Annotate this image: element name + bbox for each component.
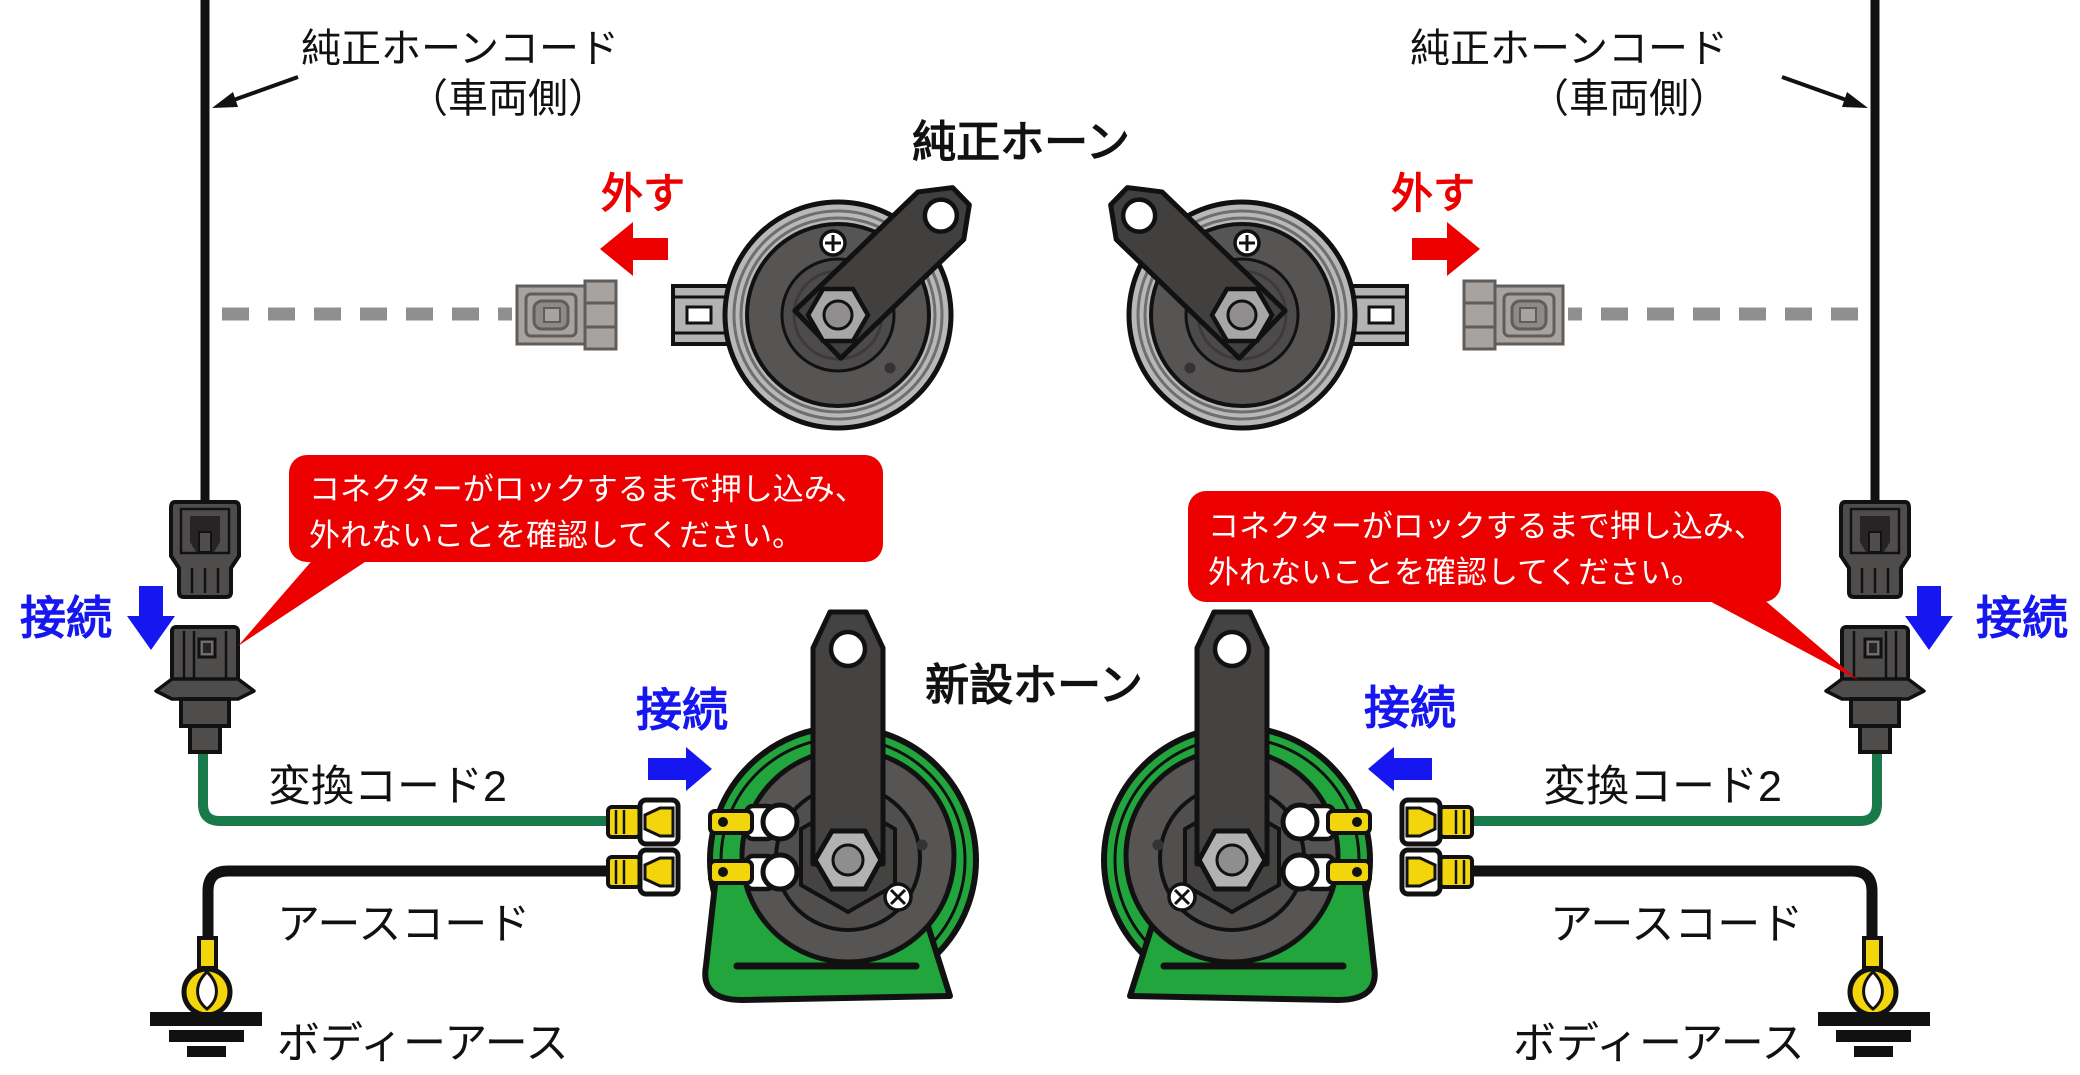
ground-bar-1 [150,1012,262,1026]
horn-terminal-upper [708,802,800,842]
callout-left-line2: 外れないことを確認してください。 [309,518,803,553]
body-earth-label-left: ボディーアース [277,1020,569,1068]
bracket-hole [828,629,868,669]
conversion-cord-label-left: 変換コード2 [268,763,507,811]
ground-bar-3 [187,1046,226,1057]
connect-arrow-right-icon [648,747,712,791]
remove-arrow-icon [600,222,668,276]
spade-connector-conversion [606,797,681,847]
connect-label-bottom-right: 接続 [1364,682,1456,734]
horn-terminal-lower [708,852,800,892]
stock-cord-label-right-line1: 純正ホーンコード [1410,27,1728,71]
conversion-cord-connector [154,625,256,754]
horn-connector-slot [685,305,713,325]
new-horn-title: 新設ホーン [925,661,1143,710]
bracket-hole [922,197,960,234]
ground-bar-2 [169,1030,244,1042]
connect-label-bottom-left: 接続 [636,684,728,736]
earth-cord-label-left: アースコード [277,901,530,949]
callout-left-line1: コネクターがロックするまで押し込み、 [309,472,866,507]
stock-horn-title: 純正ホーン [912,118,1130,167]
ring-terminal-neck [197,936,218,970]
vehicle-connector [169,500,241,599]
conversion-cord-wire [198,748,614,826]
callout-right-box [1188,491,1781,602]
callout-left-box [289,455,883,562]
spade-connector-earth [606,847,681,897]
stock-horn [671,185,972,431]
new-horn-bracket [810,609,886,867]
earth-cord-wire [202,865,620,952]
body-earth-label-right: ボディーアース [1513,1020,1805,1068]
disconnected-connector [515,279,618,351]
connect-label-top-left: 接続 [20,592,112,644]
callout-left-tail [238,556,374,646]
callout-right-line1: コネクターがロックするまで押し込み、 [1208,509,1765,544]
stock-cord-label-left-line2: （車両側） [408,77,608,121]
earth-cord-label-right: アースコード [1550,901,1803,949]
new-horn [702,609,979,1003]
cord-pointer-arrow [212,75,299,108]
callout-right-tail [1704,598,1858,680]
conversion-cord-label-right: 変換コード2 [1543,763,1782,811]
ring-terminal-hole [196,969,218,1011]
stock-cord-label-left-line1: 純正ホーンコード [301,27,619,71]
connect-arrow-down-icon [127,586,175,650]
remove-label-left: 外す [601,170,685,217]
remove-label-right: 外す [1391,170,1475,217]
stock-cord-label-right-line2: （車両側） [1529,77,1729,121]
callout-right-line2: 外れないことを確認してください。 [1208,555,1702,590]
callout-left: コネクターがロックするまで押し込み、 外れないことを確認してください。 [238,455,883,646]
body-earth-symbol [150,936,262,1057]
callout-right: コネクターがロックするまで押し込み、 外れないことを確認してください。 [1188,491,1858,680]
left-side-shapes [127,0,979,1057]
connect-label-top-right: 接続 [1976,592,2068,644]
